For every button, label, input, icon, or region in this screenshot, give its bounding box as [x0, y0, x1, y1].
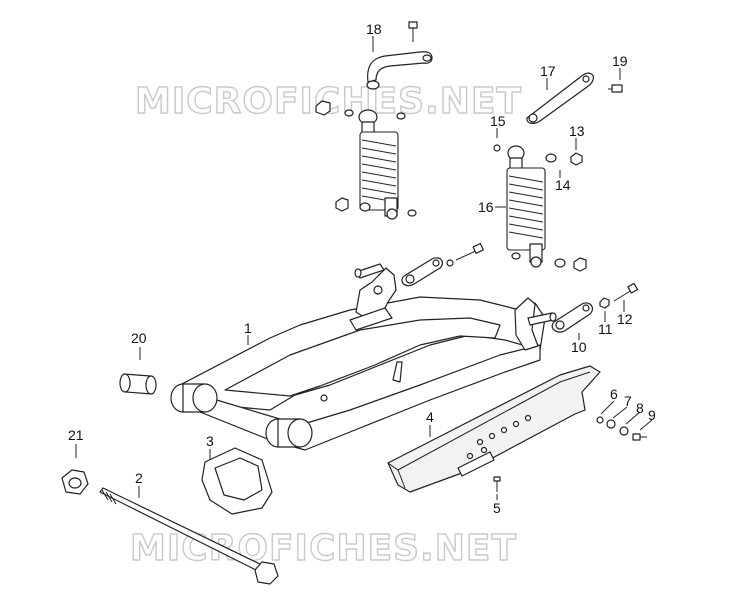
bolt-12	[613, 282, 639, 302]
bushing-20	[119, 373, 157, 395]
watermark-top: MICROFICHES.NET	[135, 81, 522, 122]
callout-3: 3	[206, 433, 214, 449]
axle-nut-21	[61, 469, 89, 495]
callout-5: 5	[493, 500, 501, 516]
callout-20: 20	[131, 330, 147, 346]
shock-absorber-right	[506, 145, 546, 268]
callout-18: 18	[366, 21, 382, 37]
callout-14: 14	[555, 177, 571, 193]
chain-slider-3	[201, 447, 273, 515]
callout-12: 12	[617, 311, 633, 327]
shock-link-10	[551, 302, 594, 333]
chain-guard-4	[387, 365, 601, 493]
callout-15: 15	[490, 113, 506, 129]
callout-1: 1	[244, 320, 252, 336]
callout-8: 8	[636, 400, 644, 416]
callout-6: 6	[610, 386, 618, 402]
callout-9: 9	[648, 407, 656, 423]
callout-21: 21	[68, 427, 84, 443]
callout-13: 13	[569, 123, 585, 139]
callout-19: 19	[612, 53, 628, 69]
bracket-bolt	[408, 21, 418, 42]
callout-7: 7	[624, 393, 632, 409]
nut-11	[599, 297, 610, 309]
callout-16: 16	[478, 199, 494, 215]
bolt-19	[608, 84, 623, 93]
upper-bracket-18	[366, 51, 433, 90]
pivot-axle-2	[99, 487, 279, 585]
callout-labels: 18 17 19 15 13 14 16 10 11 12 1 20 21 2 …	[68, 21, 656, 516]
leader-lines	[75, 36, 653, 500]
shock-link-upper	[401, 242, 484, 287]
shock-absorber-left	[358, 109, 399, 220]
callout-11: 11	[598, 321, 613, 337]
hardware-6-9	[596, 416, 647, 441]
link-bar-17	[526, 72, 594, 124]
callout-2: 2	[135, 470, 143, 486]
shock-left-hardware	[315, 100, 417, 217]
shock-right-hardware	[493, 144, 587, 272]
swingarm-1	[170, 263, 557, 451]
callout-10: 10	[571, 339, 587, 355]
callout-17: 17	[540, 63, 556, 79]
callout-4: 4	[426, 409, 434, 425]
screw-5	[493, 476, 501, 492]
